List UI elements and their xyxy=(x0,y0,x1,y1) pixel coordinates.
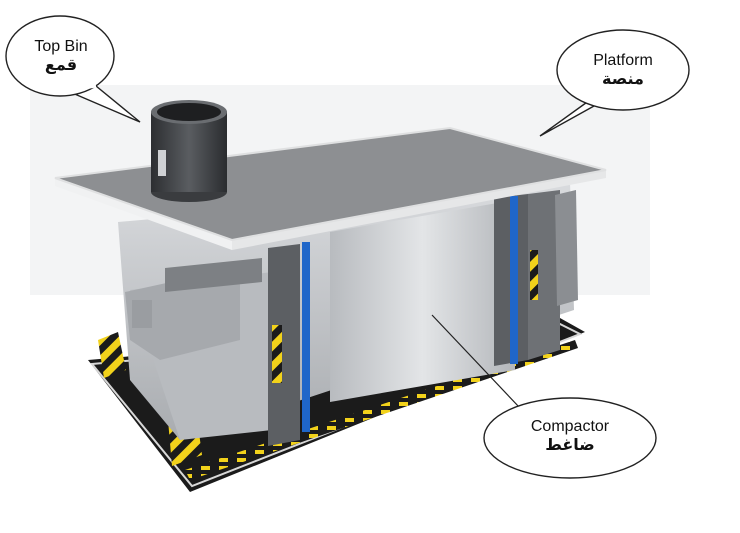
hazard-strip-front xyxy=(272,325,282,383)
callout-top-bin xyxy=(5,15,141,123)
blue-rails xyxy=(302,196,518,432)
label-top-bin-ar: قمع xyxy=(44,55,78,75)
hazard-block-left xyxy=(98,332,126,378)
label-top-bin: Top Bin قمع xyxy=(16,38,106,75)
platform xyxy=(54,126,607,250)
label-platform-ar: منصة xyxy=(602,69,644,89)
callout-platform xyxy=(539,29,690,137)
label-compactor-ar: ضاغط xyxy=(545,435,595,455)
hazard-strip-right xyxy=(530,250,538,300)
label-platform-en: Platform xyxy=(593,52,653,69)
frame-posts xyxy=(268,190,578,446)
label-compactor: Compactor ضاغط xyxy=(515,418,625,455)
label-platform: Platform منصة xyxy=(573,52,673,89)
label-top-bin-en: Top Bin xyxy=(34,38,88,55)
callout-compactor xyxy=(431,314,657,479)
top-bin xyxy=(151,100,227,202)
label-compactor-en: Compactor xyxy=(530,418,610,435)
